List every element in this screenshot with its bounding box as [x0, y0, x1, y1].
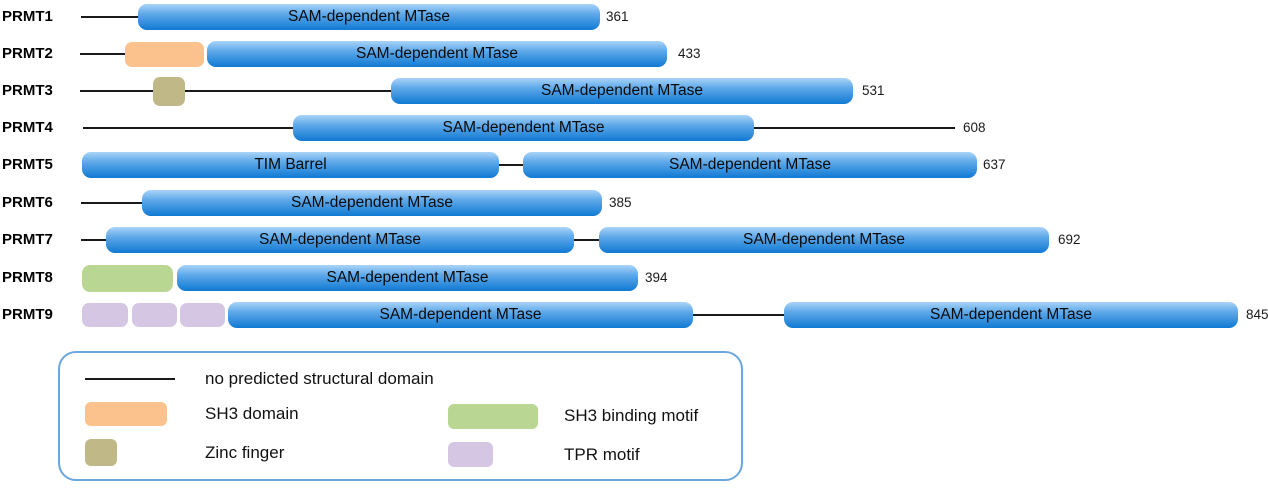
protein-length-value: 531 [862, 83, 885, 98]
protein-name-label: PRMT4 [2, 119, 53, 136]
legend-swatch-line [85, 378, 175, 380]
protein-row-prmt1: PRMT1 SAM-dependent MTase 361 [0, 4, 1268, 30]
tpr-domain-box [180, 303, 225, 327]
linker-line [574, 239, 601, 241]
sam-domain-box: SAM-dependent MTase [599, 227, 1049, 253]
sam-domain-box: SAM-dependent MTase [177, 265, 638, 291]
legend-swatch-sh3 [85, 402, 167, 426]
protein-row-prmt9: PRMT9 SAM-dependent MTase SAM-dependent MT… [0, 302, 1268, 328]
protein-length-value: 637 [983, 157, 1006, 172]
protein-row-prmt5: PRMT5 TIM Barrel SAM-dependent MTase 637 [0, 152, 1268, 178]
legend-swatch-sh3b [448, 404, 538, 429]
legend-label: Zinc finger [205, 443, 285, 462]
protein-length-value: 361 [606, 9, 629, 24]
legend-label: no predicted structural domain [205, 369, 434, 388]
protein-name-label: PRMT5 [2, 156, 53, 173]
protein-name-label: PRMT3 [2, 82, 53, 99]
protein-row-prmt3: PRMT3 SAM-dependent MTase 531 [0, 77, 1268, 106]
protein-row-prmt6: PRMT6 SAM-dependent MTase 385 [0, 190, 1268, 216]
protein-name-label: PRMT2 [2, 45, 53, 62]
protein-name-label: PRMT9 [2, 306, 53, 323]
linker-line [80, 53, 127, 55]
protein-length-value: 845 [1246, 307, 1268, 322]
protein-length-value: 394 [645, 270, 668, 285]
legend-swatch-zinc [85, 439, 117, 466]
linker-line [693, 314, 785, 316]
tpr-domain-box [82, 303, 128, 327]
sam-domain-box: SAM-dependent MTase [207, 41, 667, 67]
linker-line [754, 127, 955, 129]
sam-domain-box: SAM-dependent MTase [391, 78, 853, 104]
tim-domain-box: TIM Barrel [82, 152, 499, 178]
zinc-domain-box [153, 77, 185, 106]
protein-row-prmt2: PRMT2 SAM-dependent MTase 433 [0, 41, 1268, 67]
protein-length-value: 692 [1058, 232, 1081, 247]
sh3-domain-box [125, 42, 204, 67]
sam-domain-box: SAM-dependent MTase [138, 4, 600, 30]
legend-label: SH3 domain [205, 404, 299, 423]
legend-label: SH3 binding motif [564, 406, 699, 425]
legend-label: TPR motif [564, 445, 640, 464]
sh3b-domain-box [82, 265, 173, 292]
linker-line [80, 90, 156, 92]
linker-line [499, 164, 524, 166]
sam-domain-box: SAM-dependent MTase [784, 302, 1238, 328]
protein-length-value: 385 [609, 195, 632, 210]
protein-name-label: PRMT6 [2, 194, 53, 211]
protein-row-prmt7: PRMT7 SAM-dependent MTase SAM-dependent MT… [0, 227, 1268, 253]
protein-name-label: PRMT8 [2, 269, 53, 286]
linker-line [81, 239, 108, 241]
sam-domain-box: SAM-dependent MTase [106, 227, 574, 253]
protein-row-prmt8: PRMT8 SAM-dependent MTase 394 [0, 265, 1268, 292]
linker-line [83, 127, 295, 129]
linker-line [185, 90, 393, 92]
protein-row-prmt4: PRMT4 SAM-dependent MTase 608 [0, 115, 1268, 141]
linker-line [81, 202, 144, 204]
protein-name-label: PRMT7 [2, 231, 53, 248]
sam-domain-box: SAM-dependent MTase [293, 115, 754, 141]
legend-swatch-tpr [448, 442, 493, 467]
sam-domain-box: SAM-dependent MTase [228, 302, 693, 328]
sam-domain-box: SAM-dependent MTase [142, 190, 602, 216]
protein-name-label: PRMT1 [2, 8, 53, 25]
linker-line [81, 16, 140, 18]
protein-length-value: 608 [963, 120, 986, 135]
sam-domain-box: SAM-dependent MTase [523, 152, 977, 178]
protein-length-value: 433 [678, 46, 701, 61]
tpr-domain-box [132, 303, 177, 327]
